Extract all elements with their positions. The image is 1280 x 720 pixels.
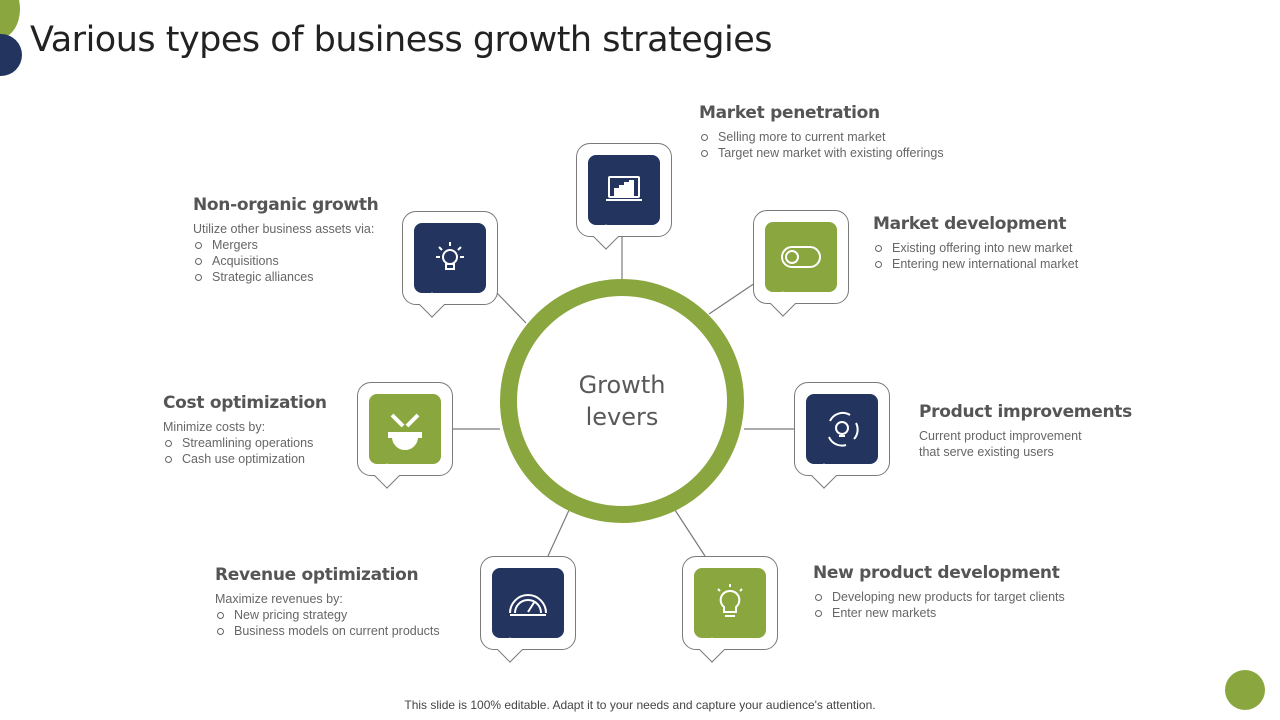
cycle-lightbulb-icon [828,411,859,447]
market-penetration-tile [588,155,660,225]
list-item: Selling more to current market [699,129,944,145]
non-organic-growth-tile [414,223,486,293]
product-improvements-desc-1: Current product improvement [919,429,1082,443]
lightbulb-icon [717,584,743,617]
list-item: Cash use optimization [163,451,327,467]
product-improvements-text: Product improvements Current product imp… [919,402,1132,460]
toggle-switch-icon [781,246,821,268]
new-product-development-heading: New product development [813,563,1060,583]
footer-note: This slide is 100% editable. Adapt it to… [404,698,876,712]
slide-title: Various types of business growth strateg… [30,20,773,60]
non-organic-growth-intro: Utilize other business assets via: [193,222,375,236]
tools-gear-icon [388,413,422,450]
new-product-development-text: New product development Developing new p… [813,563,1065,621]
list-item: Mergers [193,237,378,253]
list-item: Developing new products for target clien… [813,589,1065,605]
growth-levers-ring: Growth levers [500,279,744,523]
cost-optimization-intro: Minimize costs by: [163,420,266,434]
cost-optimization-tile [369,394,441,464]
revenue-optimization-text: Revenue optimization Maximize revenues b… [215,565,440,639]
market-penetration-heading: Market penetration [699,103,880,123]
revenue-optimization-heading: Revenue optimization [215,565,419,585]
cost-optimization-text: Cost optimization Minimize costs by: Str… [163,393,327,467]
list-item: Enter new markets [813,605,1065,621]
revenue-optimization-tile [492,568,564,638]
list-item: Target new market with existing offering… [699,145,944,161]
non-organic-growth-text: Non-organic growth Utilize other busines… [193,195,379,285]
market-development-text: Market development Existing offering int… [873,214,1078,272]
corner-decoration-green-bottom [1225,670,1265,710]
bulb-gear-icon [436,242,464,270]
product-improvements-heading: Product improvements [919,402,1132,422]
list-item: Entering new international market [873,256,1078,272]
new-product-development-tile [694,568,766,638]
cost-optimization-bubble [357,382,453,489]
market-development-tile [765,222,837,292]
non-organic-growth-heading: Non-organic growth [193,195,379,215]
chart-monitor-icon [606,176,642,201]
market-development-heading: Market development [873,214,1067,234]
speedometer-icon [509,594,547,616]
new-product-development-bubble [682,556,778,663]
list-item: Strategic alliances [193,269,378,285]
list-item: New pricing strategy [215,607,440,623]
revenue-optimization-intro: Maximize revenues by: [215,592,343,606]
market-development-bubble [753,210,849,317]
market-penetration-bubble [576,143,672,250]
list-item: Existing offering into new market [873,240,1078,256]
list-item: Streamlining operations [163,435,327,451]
corner-decoration-navy [0,34,22,76]
list-item: Acquisitions [193,253,378,269]
product-improvements-tile [806,394,878,464]
product-improvements-desc-2: that serve existing users [919,445,1054,459]
revenue-optimization-bubble [480,556,576,663]
market-penetration-text: Market penetration Selling more to curre… [699,103,944,161]
non-organic-growth-bubble [402,211,498,318]
list-item: Business models on current products [215,623,440,639]
center-label: Growth levers [578,371,666,431]
product-improvements-bubble [794,382,890,489]
cost-optimization-heading: Cost optimization [163,393,327,413]
